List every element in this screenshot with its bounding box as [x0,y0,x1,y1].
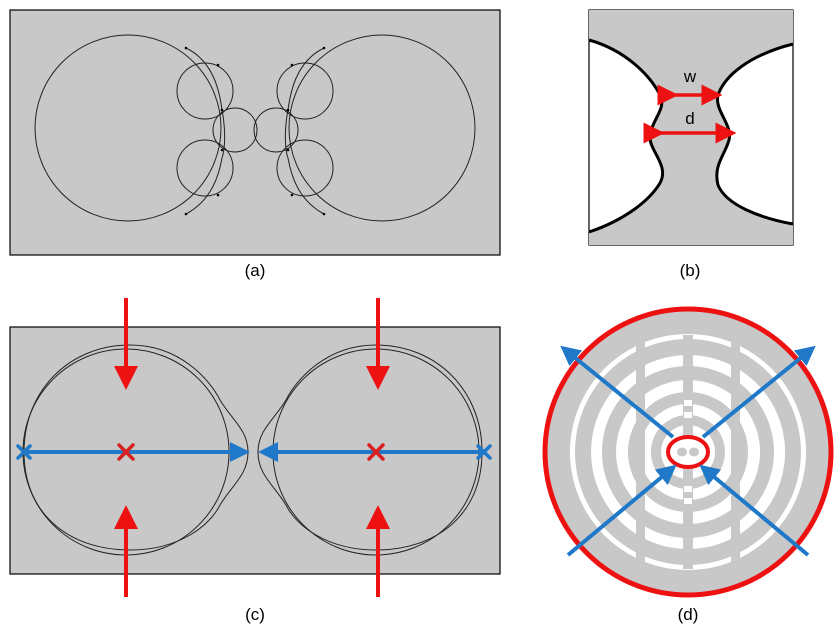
center-circle-left [212,107,258,153]
panel-a: (a) [9,9,501,280]
caption-a: (a) [245,261,266,280]
center-hole-left [677,447,687,457]
blue-cross-right [476,444,492,460]
arrow-from-bottom-right [699,464,810,557]
large-circle-left [34,34,222,222]
red-cross-left [117,443,135,461]
neck-outline-left [185,47,226,215]
cross-markers [16,443,492,461]
caption-c: (c) [245,605,265,624]
small-circle-bottom-right [276,139,334,197]
arrow-to-top-left [560,345,675,439]
panel-d: (d) [542,306,834,624]
center-holes [684,400,692,504]
arrow-to-top-right [701,345,816,439]
caption-b: (b) [680,261,701,280]
diagonal-arrows [560,345,816,557]
label-d: d [685,109,694,128]
contact-points [184,46,326,216]
center-circle-right [253,107,299,153]
red-cross-right [367,443,385,461]
panel-c: (c) [9,298,501,624]
label-w: w [683,67,697,86]
neck-outline-right [284,47,325,215]
center-hole-right [689,447,699,457]
blue-cross-left [16,444,32,460]
center-ring [666,435,710,469]
panel-b: w d (b) [588,9,794,280]
large-circle-right [288,34,476,222]
caption-d: (d) [678,605,699,624]
arrow-from-bottom-left [566,464,677,557]
panel-a-background [9,9,501,256]
small-circle-bottom-left [176,139,234,197]
